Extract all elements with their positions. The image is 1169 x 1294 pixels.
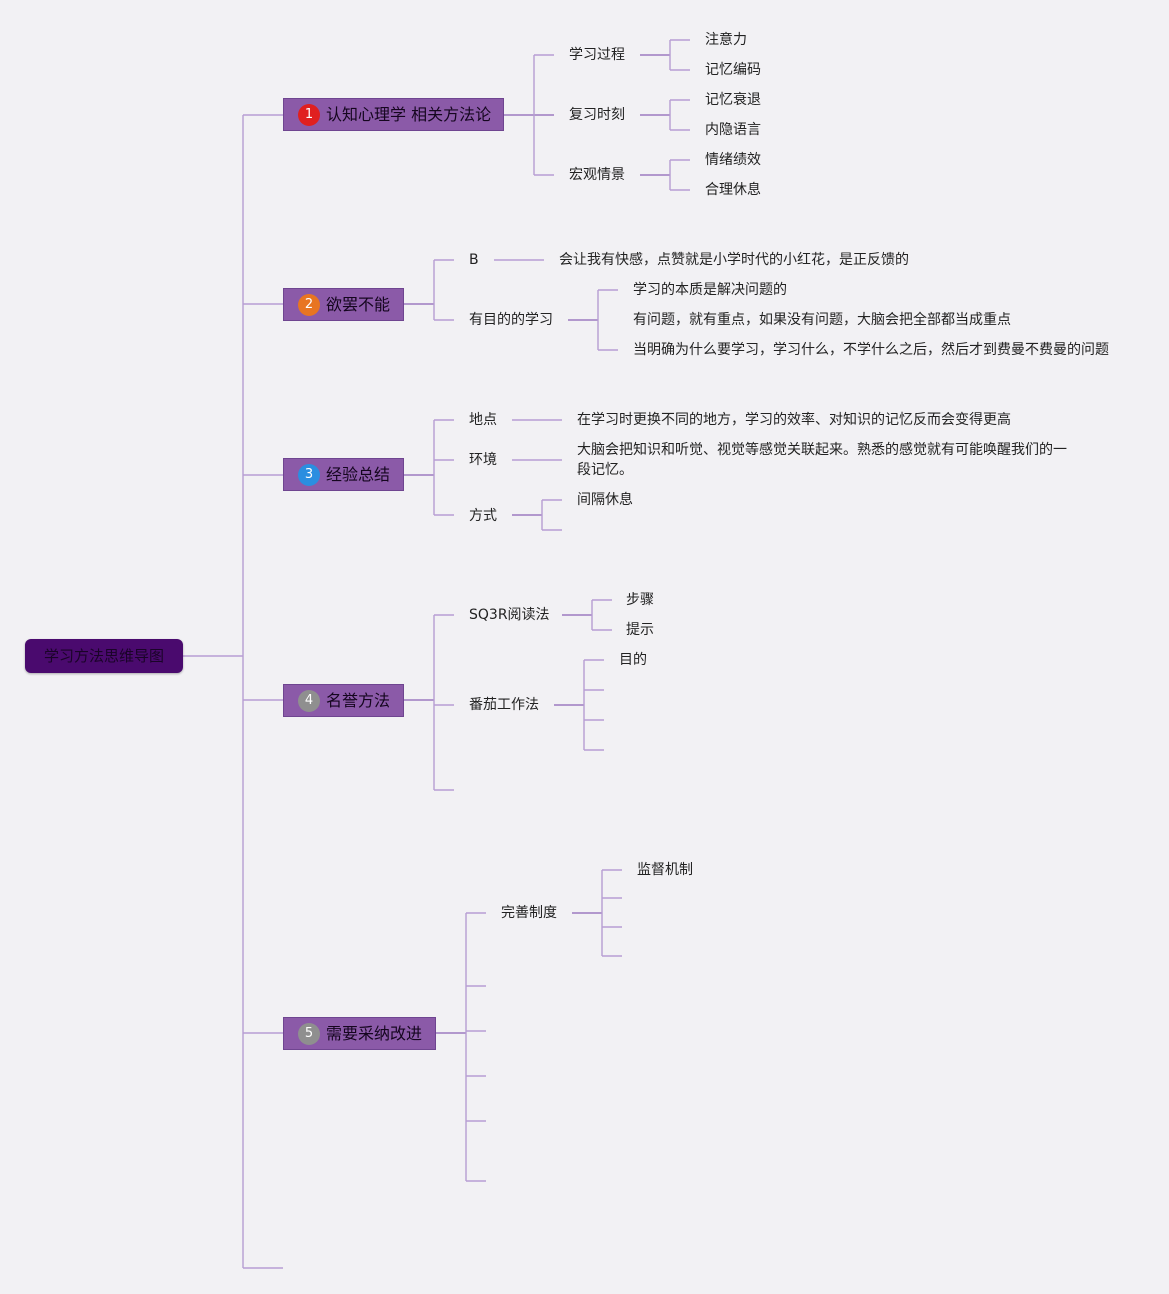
topic-node[interactable]: 完善制度 bbox=[501, 905, 557, 921]
topic-node[interactable]: 复习时刻 bbox=[569, 107, 625, 123]
topic-node[interactable]: 番茄工作法 bbox=[469, 697, 539, 713]
number-badge-icon: 2 bbox=[298, 293, 320, 316]
subtopic-node[interactable]: 间隔休息 bbox=[577, 492, 633, 508]
topic-node[interactable]: B bbox=[469, 252, 479, 268]
subtopic-node[interactable]: 当明确为什么要学习，学习什么，不学什么之后，然后才到费曼不费曼的问题 bbox=[633, 342, 1109, 358]
number-badge-icon: 1 bbox=[298, 103, 320, 126]
subtopic-node[interactable]: 记忆编码 bbox=[705, 62, 761, 78]
topic-node[interactable]: 环境 bbox=[469, 452, 497, 468]
number-badge-icon: 5 bbox=[298, 1022, 320, 1045]
branch-node-2[interactable]: 2 欲罢不能 bbox=[283, 288, 404, 321]
subtopic-node[interactable]: 目的 bbox=[619, 652, 647, 668]
subtopic-node[interactable]: 学习的本质是解决问题的 bbox=[633, 282, 787, 298]
branch-node-3[interactable]: 3 经验总结 bbox=[283, 458, 404, 491]
root-node[interactable]: 学习方法思维导图 bbox=[25, 639, 183, 673]
topic-node[interactable]: 宏观情景 bbox=[569, 167, 625, 183]
branch-label: 认知心理学 相关方法论 bbox=[326, 105, 492, 124]
subtopic-node[interactable]: 监督机制 bbox=[637, 862, 693, 878]
subtopic-node[interactable]: 会让我有快感，点赞就是小学时代的小红花，是正反馈的 bbox=[559, 252, 909, 268]
topic-node[interactable]: 学习过程 bbox=[569, 47, 625, 63]
topic-node[interactable]: 地点 bbox=[469, 412, 497, 428]
branch-node-4[interactable]: 4 名誉方法 bbox=[283, 684, 404, 717]
branch-label: 经验总结 bbox=[326, 465, 391, 484]
subtopic-node[interactable]: 记忆衰退 bbox=[705, 92, 761, 108]
subtopic-node[interactable]: 在学习时更换不同的地方，学习的效率、对知识的记忆反而会变得更高 bbox=[577, 412, 1011, 428]
number-badge-icon: 4 bbox=[298, 689, 320, 712]
subtopic-node[interactable]: 提示 bbox=[626, 622, 654, 638]
branch-label: 欲罢不能 bbox=[326, 295, 391, 314]
number-badge-icon: 3 bbox=[298, 463, 320, 486]
subtopic-node[interactable]: 步骤 bbox=[626, 592, 654, 608]
subtopic-node[interactable]: 注意力 bbox=[705, 32, 747, 48]
subtopic-node[interactable]: 情绪绩效 bbox=[705, 152, 761, 168]
topic-node[interactable]: 方式 bbox=[469, 508, 497, 524]
subtopic-node[interactable]: 合理休息 bbox=[705, 182, 761, 198]
topic-node[interactable]: SQ3R阅读法 bbox=[469, 607, 550, 623]
subtopic-node[interactable]: 内隐语言 bbox=[705, 122, 761, 138]
branch-label: 名誉方法 bbox=[326, 691, 391, 710]
subtopic-node[interactable]: 大脑会把知识和听觉、视觉等感觉关联起来。熟悉的感觉就有可能唤醒我们的一段记忆。 bbox=[577, 442, 1067, 478]
topic-node[interactable]: 有目的的学习 bbox=[469, 312, 553, 328]
branch-node-5[interactable]: 5 需要采纳改进 bbox=[283, 1017, 436, 1050]
branch-node-1[interactable]: 1 认知心理学 相关方法论 bbox=[283, 98, 504, 131]
subtopic-node[interactable]: 有问题，就有重点，如果没有问题，大脑会把全部都当成重点 bbox=[633, 312, 1011, 328]
branch-label: 需要采纳改进 bbox=[326, 1024, 423, 1043]
